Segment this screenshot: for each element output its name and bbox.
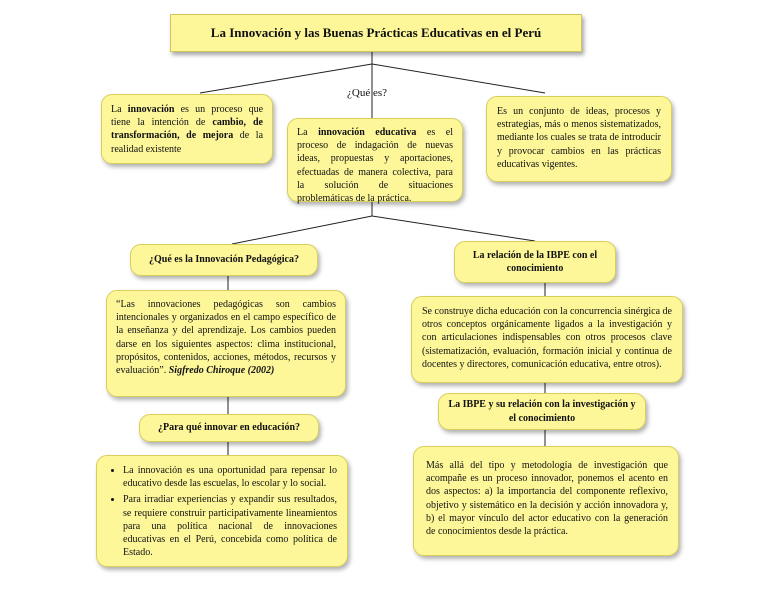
diagram-title: La Innovación y las Buenas Prácticas Edu…	[170, 14, 582, 52]
pedagogical-innovation-body: “Las innovaciones pedagógicas son cambio…	[106, 290, 346, 397]
pedagogical-innovation-heading: ¿Qué es la Innovación Pedagógica?	[130, 244, 318, 276]
why-innovate-list: La innovación es una oportunidad para re…	[107, 464, 337, 559]
why-innovate-body: La innovación es una oportunidad para re…	[96, 455, 348, 567]
que-es-label: ¿Qué es?	[347, 87, 388, 99]
list-item: La innovación es una oportunidad para re…	[123, 464, 337, 490]
definition-ideas-set-box: Es un conjunto de ideas, procesos y estr…	[486, 96, 672, 182]
definition-innovation-box: La innovación es un proceso que tiene la…	[101, 94, 273, 164]
definition-educational-innovation-box: La innovación educativa es el proceso de…	[287, 118, 463, 204]
ibpe-knowledge-heading: La relación de la IBPE con el conocimien…	[454, 241, 616, 283]
ibpe-research-heading: La IBPE y su relación con la investigaci…	[438, 393, 646, 430]
ibpe-knowledge-body: Se construye dicha educación con la conc…	[411, 296, 683, 383]
why-innovate-heading: ¿Para qué innovar en educación?	[139, 414, 319, 442]
list-item: Para irradiar experiencias y expandir su…	[123, 493, 337, 559]
ibpe-research-body: Más allá del tipo y metodología de inves…	[413, 446, 679, 556]
